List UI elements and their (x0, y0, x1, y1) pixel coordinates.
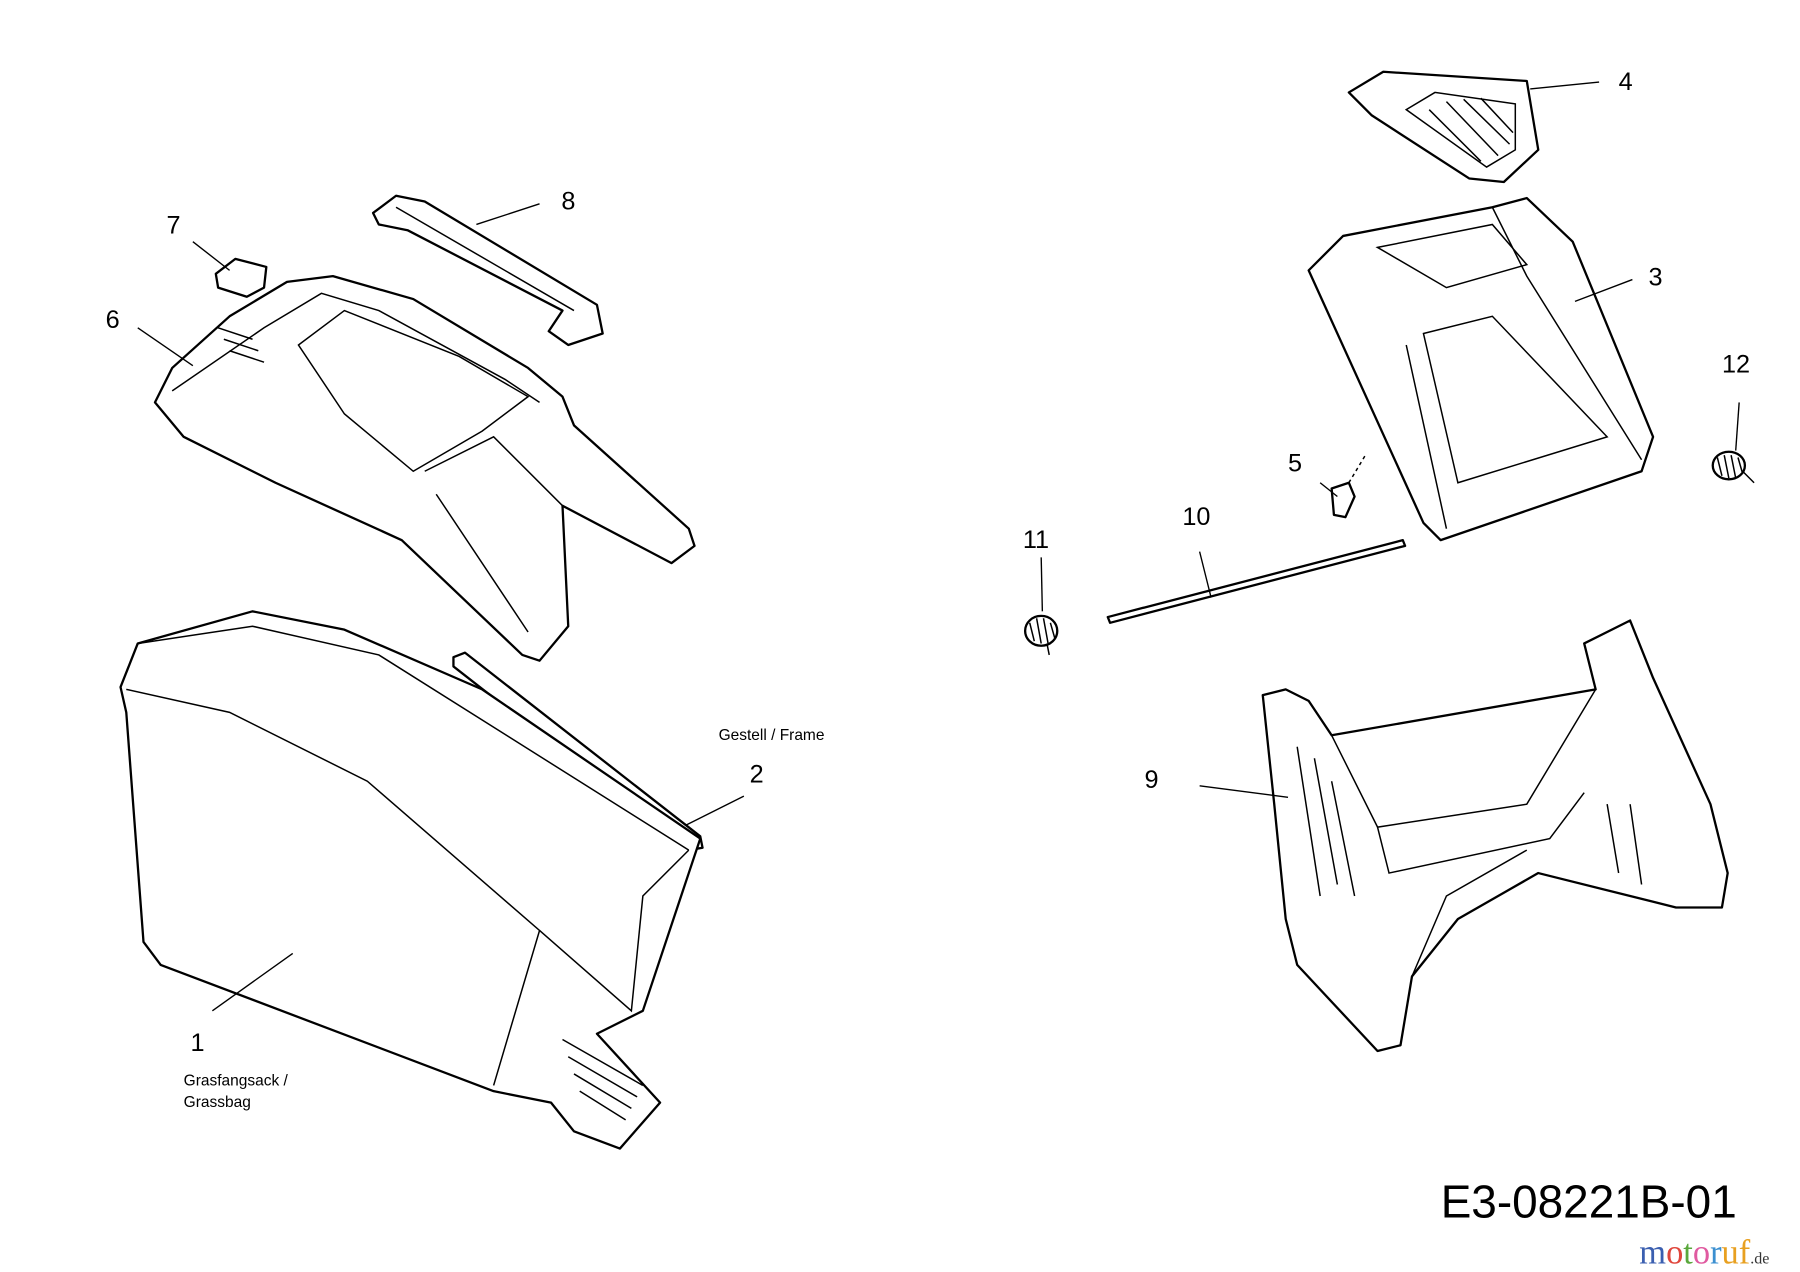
caption-grassbag: Grassbag (184, 1094, 251, 1111)
callout-11: 11 (1023, 526, 1049, 554)
callout-8: 8 (561, 188, 575, 216)
part-10-rod (1106, 538, 1407, 624)
part-11-spring (1023, 614, 1059, 656)
part-3-chute-housing (1307, 196, 1655, 542)
callout-1: 1 (191, 1029, 205, 1057)
callout-2: 2 (750, 760, 764, 788)
motoruf-logo: motoruf.de (1639, 1233, 1769, 1271)
callout-5: 5 (1288, 449, 1302, 477)
part-12-spring (1711, 450, 1755, 484)
callout-4: 4 (1619, 68, 1633, 96)
diagram-code: E3-08221B-01 (1441, 1175, 1737, 1227)
callout-7: 7 (166, 212, 180, 240)
callout-12: 12 (1722, 351, 1750, 379)
part-1-grass-bag (119, 610, 702, 1150)
caption-frame: Gestell / Frame (719, 727, 825, 744)
part-7-clip (214, 257, 268, 298)
svg-text:motoruf.de: motoruf.de (1639, 1233, 1769, 1271)
part-8-handle (371, 194, 604, 347)
part-5-screw (1330, 453, 1367, 519)
leader-lines (137, 81, 1740, 1012)
caption-grasfangsack: Grasfangsack / (184, 1072, 289, 1089)
callout-6: 6 (106, 306, 120, 334)
callout-10: 10 (1182, 503, 1210, 531)
callout-3: 3 (1648, 263, 1662, 291)
callout-9: 9 (1145, 766, 1159, 794)
part-4-vent-cover (1347, 70, 1540, 184)
part-9-rear-frame (1261, 619, 1729, 1053)
part-6-top-cover (153, 274, 696, 662)
